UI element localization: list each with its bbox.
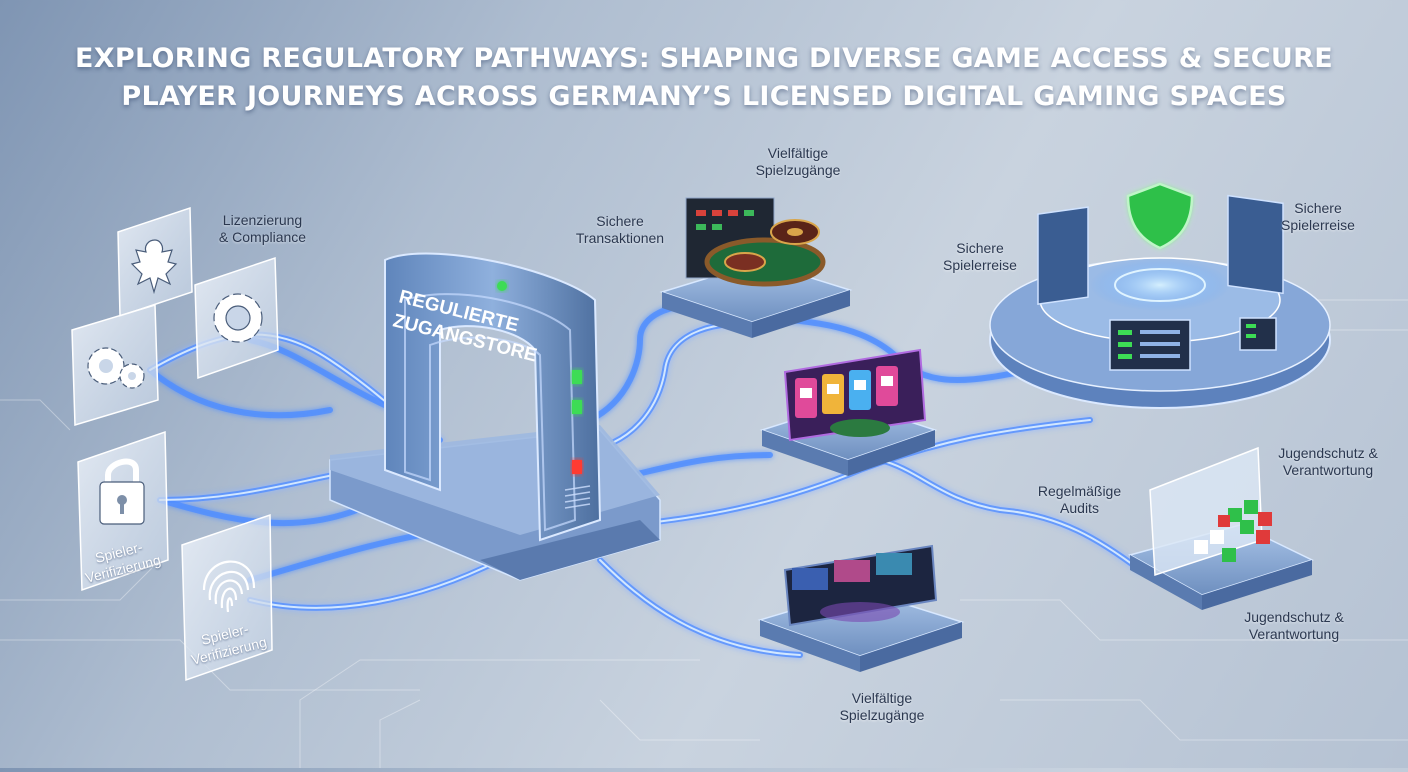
card-licensing-eagle — [117, 206, 193, 318]
card-verification-fingerprint — [181, 513, 273, 682]
label-games-bottom: Vielfältige Spielzugänge — [839, 690, 925, 723]
page-title: EXPLORING REGULATORY PATHWAYS: SHAPING D… — [0, 40, 1408, 116]
status-light-top — [497, 281, 507, 291]
esports-platform — [757, 544, 965, 672]
shield-icon — [1126, 182, 1194, 250]
secure-hub — [989, 182, 1331, 409]
label-games-top: Vielfältige Spielzugänge — [755, 145, 841, 178]
status-light-red — [572, 460, 582, 474]
card-settings-gear — [194, 256, 279, 380]
label-journey-right: Sichere Spielerreise — [1281, 200, 1355, 233]
label-journey-left: Sichere Spielerreise — [943, 240, 1017, 273]
lock-icon — [99, 458, 145, 525]
fingerprint-icon — [202, 560, 256, 613]
label-youth-bottom: Jugendschutz & Verantwortung — [1244, 609, 1344, 642]
card-processes-gears — [71, 304, 159, 426]
title-line-1: EXPLORING REGULATORY PATHWAYS: SHAPING D… — [75, 43, 1333, 74]
esports-screens — [792, 553, 912, 590]
block-cubes — [1194, 500, 1272, 562]
roulette-platform — [659, 197, 853, 338]
label-youth-top: Jugendschutz & Verantwortung — [1278, 445, 1378, 478]
eagle-icon — [130, 239, 178, 295]
circuit-traces — [0, 299, 1408, 768]
status-light-green — [572, 370, 582, 384]
title-line-2: PLAYER JOURNEYS ACROSS GERMANY’S LICENSE… — [121, 81, 1287, 112]
label-licensing: Lizenzierung & Compliance — [218, 212, 307, 245]
card-verification-lock — [77, 430, 169, 592]
hub-panel-left — [1037, 206, 1089, 305]
status-light-green-2 — [572, 400, 582, 414]
gear-icon — [213, 293, 263, 343]
slots-platform — [759, 348, 938, 476]
label-transactions: Sichere Transaktionen — [575, 213, 665, 246]
slot-machines — [795, 366, 898, 418]
label-audits: Regelmäßige Audits — [1037, 483, 1122, 516]
youth-protection-panel — [1128, 446, 1315, 610]
gears-icon — [87, 347, 145, 389]
regulated-access-gate: REGULIERTE ZUGANGSTORE — [329, 252, 661, 581]
hub-panel-right — [1227, 194, 1284, 295]
